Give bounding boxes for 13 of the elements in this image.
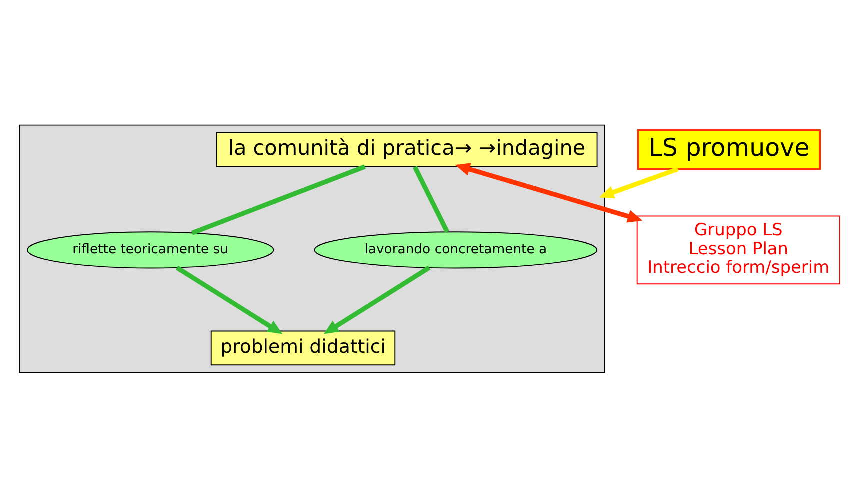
node-ellipse: riflette teoricamente su [27, 231, 274, 268]
connector [412, 165, 450, 232]
arrow [324, 265, 431, 334]
arrow [176, 265, 283, 334]
node-ellipse: lavorando concretamente a [314, 231, 598, 268]
node-box: problemi didattici [210, 330, 396, 366]
connector [191, 164, 366, 235]
cluster [19, 124, 606, 373]
node-box: la comunità di pratica→ →indagine [216, 132, 598, 167]
arrow [455, 162, 643, 222]
node-box: Gruppo LS Lesson Plan Intreccio form/sperim [636, 215, 840, 284]
arrow [599, 166, 679, 198]
node-box: LS promuove [637, 129, 822, 170]
